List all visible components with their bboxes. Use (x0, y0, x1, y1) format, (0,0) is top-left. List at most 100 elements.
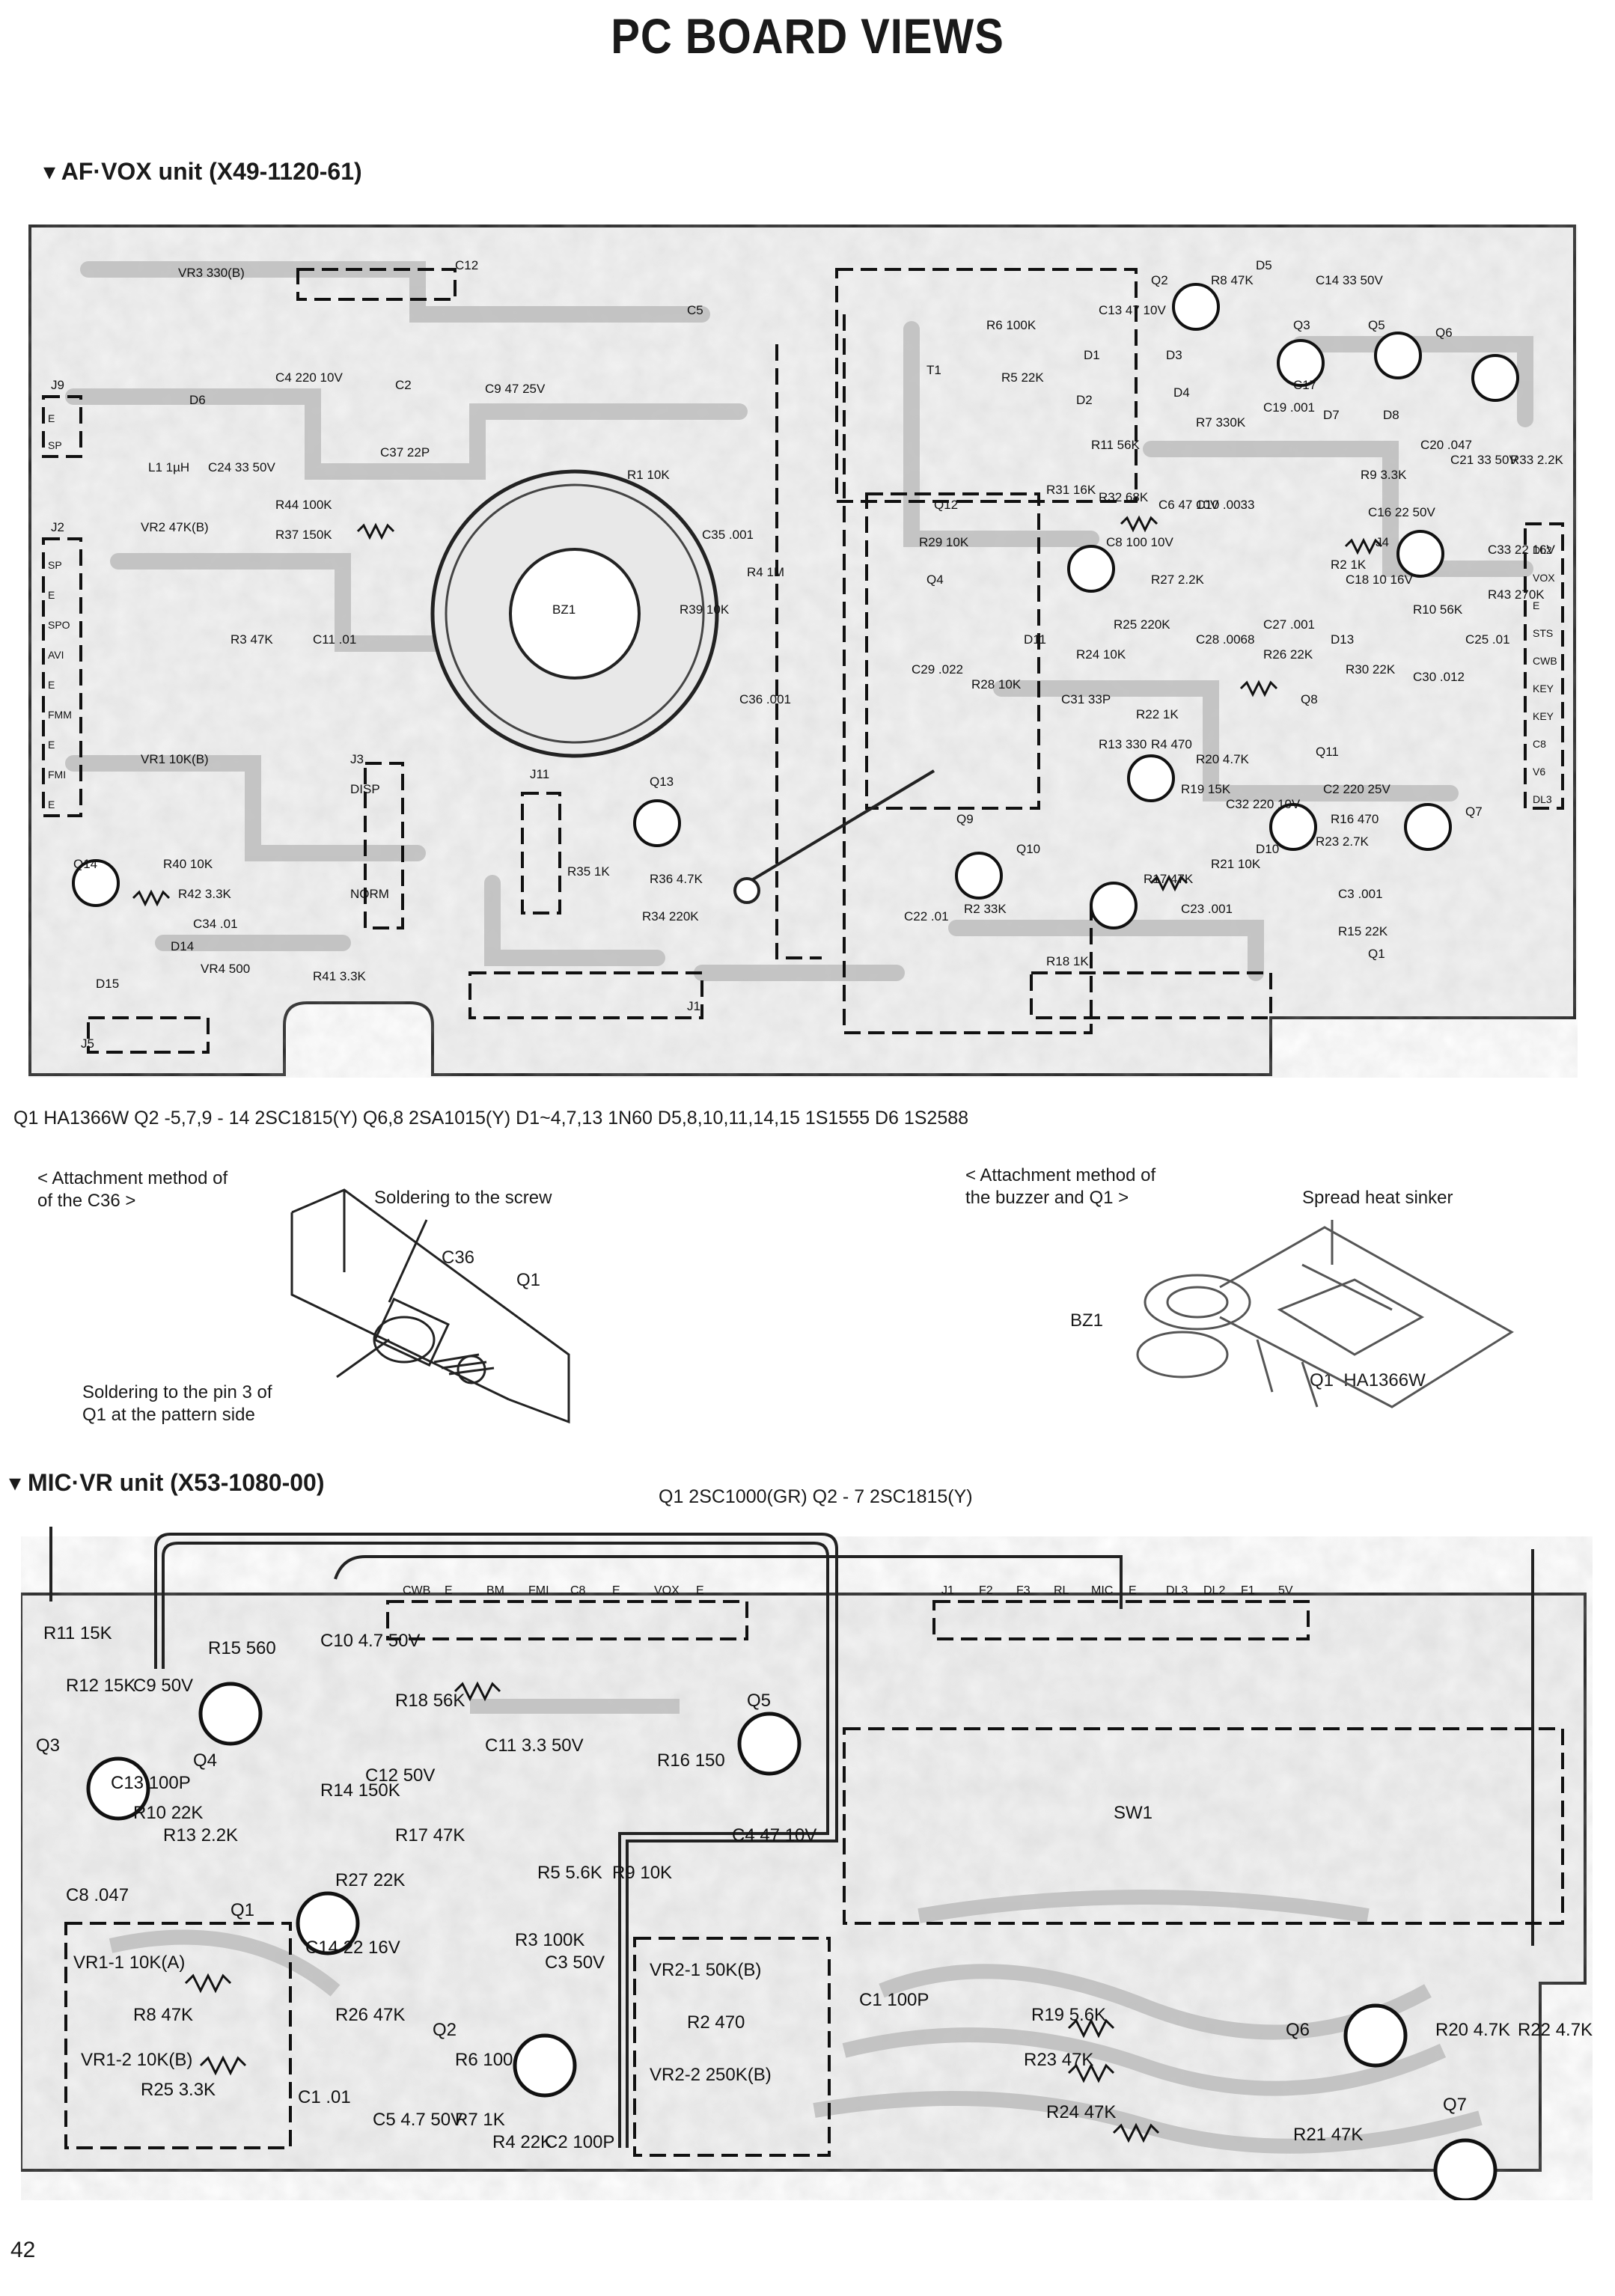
af-vox-part-label: L1 1µH (148, 460, 189, 474)
mic-vr-part-label: Q1 (231, 1900, 254, 1920)
attach-buzzer-bz1-label: BZ1 (1070, 1310, 1104, 1331)
af-vox-part-label: Q5 (1368, 318, 1385, 332)
af-vox-part-label: D4 (1173, 385, 1190, 400)
af-vox-part-label: R10 56K (1413, 602, 1463, 617)
af-vox-part-label: C32 220 10V (1226, 797, 1301, 811)
af-vox-part-label: R28 10K (971, 677, 1022, 691)
attach-c36-q1-label: Q1 (516, 1270, 541, 1290)
j4-pin: KEY (1533, 710, 1554, 722)
mic-vr-part-label: R10 22K (133, 1803, 203, 1823)
mic-vr-j1-pin: DL3 (1166, 1584, 1188, 1597)
mic-vr-part-label: R27 22K (335, 1870, 405, 1890)
af-vox-part-label: J1 (687, 999, 700, 1013)
mic-vr-part-label: R5 5.6K (537, 1863, 602, 1883)
mic-vr-part-label: C12 50V (365, 1765, 435, 1786)
mic-vr-part-label: Q7 (1443, 2095, 1467, 2115)
af-vox-part-label: BZ1 (552, 602, 576, 617)
af-vox-part-label: R7 330K (1196, 415, 1246, 430)
mic-vr-part-label: R3 100K (515, 1930, 584, 1950)
j4-pin: V6 (1533, 766, 1545, 778)
af-vox-part-label: R16 470 (1331, 812, 1379, 826)
af-vox-part-label: C5 (687, 303, 703, 317)
af-vox-part-label: R3 47K (231, 632, 273, 647)
mic-vr-j1-pin: RL (1054, 1584, 1069, 1597)
af-vox-part-label: D15 (96, 977, 119, 991)
mic-vr-part-label: Q2 (433, 2020, 457, 2040)
j9-pin: SP (48, 439, 62, 451)
af-vox-part-label: R31 16K (1046, 483, 1096, 497)
af-vox-part-label: C4 220 10V (275, 370, 343, 385)
af-vox-part-label: R5 22K (1001, 370, 1044, 385)
af-vox-part-label: VR3 330(B) (178, 266, 245, 280)
af-vox-part-label: C12 (455, 258, 478, 272)
af-vox-part-label: J2 (51, 520, 64, 534)
af-vox-part-label: R20 4.7K (1196, 752, 1250, 766)
af-vox-part-label: R37 150K (275, 528, 332, 542)
af-vox-part-label: J4 (1376, 535, 1389, 549)
af-vox-part-label: C16 22 50V (1368, 505, 1435, 519)
af-vox-part-label: J11 (530, 767, 549, 781)
af-vox-part-label: Q8 (1301, 692, 1318, 706)
af-vox-part-label: Q1 (1368, 947, 1385, 961)
j4-pin: E (1533, 599, 1539, 611)
page-number: 42 (10, 2238, 36, 2262)
mic-vr-j1-pin: F1 (1241, 1584, 1255, 1597)
af-vox-part-label: D5 (1256, 258, 1272, 272)
af-vox-part-label: D6 (189, 393, 206, 407)
mic-vr-part-label: C5 4.7 50V (373, 2110, 462, 2130)
mic-vr-j1-pin: MIC (1091, 1584, 1113, 1597)
af-vox-part-label: R21 10K (1211, 857, 1261, 871)
mic-vr-part-label: R26 47K (335, 2005, 405, 2025)
af-vox-part-label: C2 (395, 378, 412, 392)
af-vox-part-label: R30 22K (1346, 662, 1396, 677)
af-vox-part-label: R33 2.2K (1510, 453, 1564, 467)
mic-vr-part-label: Q6 (1286, 2020, 1310, 2040)
j2-pin: FMM (48, 709, 72, 721)
mic-vr-part-label: C10 4.7 50V (320, 1631, 420, 1651)
af-vox-part-label: J9 (51, 378, 64, 392)
af-vox-part-label: R35 1K (567, 864, 610, 879)
af-vox-part-label: C28 .0068 (1196, 632, 1254, 647)
mic-vr-part-label: VR2-1 50K(B) (650, 1960, 761, 1980)
af-vox-part-label: VR1 10K(B) (141, 752, 209, 766)
j9-pin: E (48, 412, 55, 424)
af-vox-part-label: C33 22 16V (1488, 543, 1555, 557)
mic-vr-part-label: R19 5.6K (1031, 2005, 1106, 2025)
af-vox-part-label: D1 (1084, 348, 1100, 362)
af-vox-part-label: Q2 (1151, 273, 1168, 287)
af-vox-part-label: Q12 (934, 498, 958, 512)
mic-vr-part-label: R25 3.3K (141, 2080, 216, 2100)
af-vox-part-label: R11 56K (1091, 438, 1141, 452)
j4-pin: VOX (1533, 572, 1555, 584)
mic-vr-part-label: R6 100 (455, 2050, 513, 2070)
af-vox-part-label: Q3 (1293, 318, 1310, 332)
attach-buzzer-title: < Attachment method of the buzzer and Q1… (965, 1165, 1156, 1208)
mic-vr-part-label: Q4 (193, 1750, 217, 1771)
mic-vr-part-label: VR2-2 250K(B) (650, 2065, 772, 2085)
af-vox-part-label: C29 .022 (912, 662, 963, 677)
mic-vr-part-label: C13 100P (111, 1773, 191, 1793)
af-vox-part-label: C14 33 50V (1316, 273, 1383, 287)
af-vox-part-label: R26 22K (1263, 647, 1313, 662)
mic-vr-part-label: R21 47K (1293, 2125, 1363, 2145)
af-vox-part-label: C22 .01 (904, 909, 949, 923)
mic-vr-part-label: R23 47K (1024, 2050, 1093, 2070)
af-vox-part-label: R43 270K (1488, 587, 1545, 602)
mic-vr-part-label: VR1-1 10K(A) (73, 1952, 185, 1973)
mic-vr-part-label: C4 47 10V (732, 1825, 816, 1845)
af-vox-part-label: Q4 (926, 573, 944, 587)
af-vox-parts-legend: Q1 HA1366W Q2 -5,7,9 - 14 2SC1815(Y) Q6,… (13, 1108, 969, 1129)
mic-vr-part-label: R14 150K (320, 1780, 400, 1801)
mic-vr-j1-pin: 5V (1278, 1584, 1293, 1597)
af-vox-part-label: Q13 (650, 775, 674, 789)
af-vox-part-label: R1 10K (627, 468, 670, 482)
af-vox-part-label: C18 10 16V (1346, 573, 1413, 587)
af-vox-part-label: C31 33P (1061, 692, 1111, 706)
mic-vr-heading: ▾ MIC·VR unit (X53-1080-00) (9, 1469, 325, 1496)
mic-vr-j1-pin: F3 (1016, 1584, 1031, 1597)
mic-vr-part-label: C14 22 16V (305, 1938, 400, 1958)
af-vox-part-label: R25 220K (1114, 617, 1170, 632)
j4-pin: C8 (1533, 738, 1546, 750)
af-vox-part-label: D2 (1076, 393, 1093, 407)
